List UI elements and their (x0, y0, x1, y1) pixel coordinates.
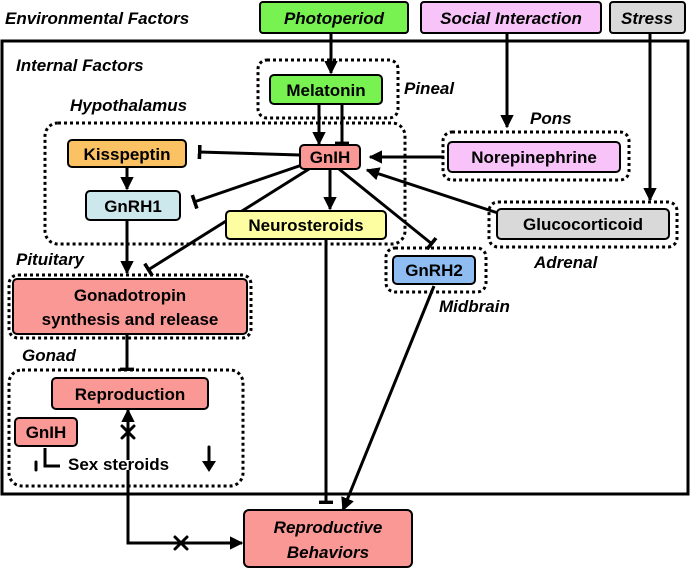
melatonin-label: Melatonin (286, 81, 365, 100)
social-interaction-box (420, 1, 602, 34)
behaviors-label-line1: Reproductive (274, 518, 383, 537)
photoperiod-box (259, 1, 409, 34)
behaviors-box (243, 509, 413, 568)
environmental-factors-heading: Environmental Factors (5, 9, 189, 28)
pituitary-label: Pituitary (16, 250, 86, 269)
decrease-arrow-icon (202, 461, 216, 472)
gonad-gnih-inhibition-line (43, 448, 60, 468)
stress-box (609, 1, 686, 34)
pons-region (441, 130, 631, 182)
gonadotropin-label-line1: Gonadotropin (74, 286, 186, 305)
pituitary-region (7, 273, 253, 340)
reproduction-label: Reproduction (75, 385, 186, 404)
glucocorticoid-box (496, 208, 670, 240)
photoperiod-label: Photoperiod (284, 9, 385, 28)
sex-steroids-label: Sex steroids (68, 455, 169, 474)
gonad-gnih-label: GnIH (26, 423, 67, 442)
kisspeptin-box (67, 139, 187, 168)
gnrh2-label: GnRH2 (405, 261, 463, 280)
internal-factors-heading: Internal Factors (16, 56, 144, 75)
neurosteroids-label: Neurosteroids (248, 216, 363, 235)
pons-label: Pons (530, 109, 572, 128)
gonadotropin-label-line2: synthesis and release (42, 310, 219, 329)
gnih-inhibits-kisspeptin (197, 144, 301, 160)
melatonin-box (269, 74, 383, 105)
gnrh1-box (85, 190, 181, 221)
hypothalamus-label: Hypothalamus (70, 96, 187, 115)
social-interaction-label: Social Interaction (440, 9, 582, 28)
gnih-inhibits-gnrh2 (338, 167, 438, 251)
gnrh1-label: GnRH1 (104, 197, 162, 216)
gnih-label: GnIH (310, 148, 351, 167)
gonad-label: Gonad (22, 346, 76, 365)
glucocorticoid-label: Glucocorticoid (523, 215, 643, 234)
gnih-inhibits-gnrh1 (190, 163, 303, 210)
glucocorticoid-to-gnih (365, 167, 508, 218)
gonadotropin-box (12, 278, 248, 335)
gnih-box (299, 144, 361, 170)
midbrain-region (384, 246, 488, 294)
cross-mark-upper-b (120, 424, 136, 440)
adrenal-region (487, 200, 679, 249)
pineal-region (256, 58, 400, 120)
adrenal-label: Adrenal (533, 253, 599, 272)
reproduction-box (51, 377, 209, 410)
sex-steroids-to-behaviors (126, 470, 244, 550)
pineal-label: Pineal (404, 79, 455, 98)
norepinephrine-box (447, 141, 621, 173)
hypothalamus-region (43, 121, 407, 246)
gonad-gnih-box (14, 417, 78, 447)
behaviors-label-line2: Behaviors (287, 543, 369, 562)
stress-label: Stress (621, 9, 673, 28)
norepinephrine-label: Norepinephrine (471, 148, 597, 167)
neurosteroids-box (225, 210, 387, 240)
midbrain-label: Midbrain (439, 297, 510, 316)
cross-mark-lower-b (173, 535, 189, 551)
internal-frame (0, 39, 690, 496)
kisspeptin-label: Kisspeptin (84, 145, 171, 164)
gnrh2-box (392, 255, 476, 285)
gnrh2-to-behaviors (341, 285, 436, 512)
